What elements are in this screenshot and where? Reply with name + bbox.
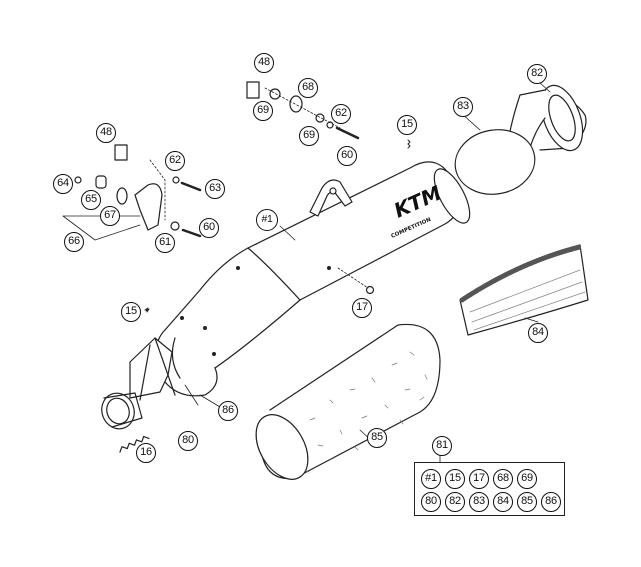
kit-contents-box: #1 15 17 68 69 80 82 83 84 85 86 <box>414 462 565 516</box>
kit-item-69: 69 <box>517 469 537 489</box>
kit-item-68: 68 <box>493 469 513 489</box>
spring-15-left <box>144 307 150 313</box>
callout-62-left: 62 <box>165 151 185 171</box>
kit-item-82: 82 <box>445 492 465 512</box>
spring-15-top <box>407 139 411 149</box>
end-cap-assembly <box>454 84 587 195</box>
callout-86: 86 <box>218 401 238 421</box>
kit-item-80: 80 <box>421 492 441 512</box>
kit-item-85: 85 <box>517 492 537 512</box>
callout-83: 83 <box>453 97 473 117</box>
callout-68: 68 <box>298 78 318 98</box>
callout-81: 81 <box>432 436 452 456</box>
callout-67: 67 <box>100 206 120 226</box>
upper-mount-hardware <box>246 81 360 140</box>
callout-16: 16 <box>136 443 156 463</box>
muffler-body <box>155 161 471 397</box>
callout-66: 66 <box>64 232 84 252</box>
callout-85: 85 <box>367 428 387 448</box>
callout-60-upper: 60 <box>337 146 357 166</box>
callout-1: #1 <box>256 209 278 231</box>
callout-64: 64 <box>53 174 73 194</box>
callout-62-upper: 62 <box>331 104 351 124</box>
callout-17: 17 <box>352 298 372 318</box>
callout-48-left: 48 <box>96 123 116 143</box>
kit-item-86: 86 <box>541 492 561 512</box>
callout-65: 65 <box>81 190 101 210</box>
spring-16 <box>119 435 150 453</box>
callout-63: 63 <box>205 179 225 199</box>
kit-item-17: 17 <box>469 469 489 489</box>
callout-82: 82 <box>527 64 547 84</box>
callout-60-left: 60 <box>199 218 219 238</box>
callout-69-upper-right: 69 <box>299 126 319 146</box>
kit-item-1: #1 <box>421 469 441 489</box>
packing-tube-85 <box>255 323 441 480</box>
callout-80: 80 <box>178 431 198 451</box>
callout-69-upper-left: 69 <box>253 101 273 121</box>
callout-48-upper: 48 <box>254 53 274 73</box>
kit-item-15: 15 <box>445 469 465 489</box>
callout-15-left: 15 <box>121 302 141 322</box>
screw-17 <box>337 267 375 295</box>
callout-15-upper: 15 <box>397 115 417 135</box>
callout-84: 84 <box>528 323 548 343</box>
kit-item-84: 84 <box>493 492 513 512</box>
inlet-collector <box>101 337 176 430</box>
kit-item-83: 83 <box>469 492 489 512</box>
left-mount-hardware <box>62 144 202 241</box>
packing-roll-84 <box>459 244 589 336</box>
callout-61: 61 <box>155 233 175 253</box>
